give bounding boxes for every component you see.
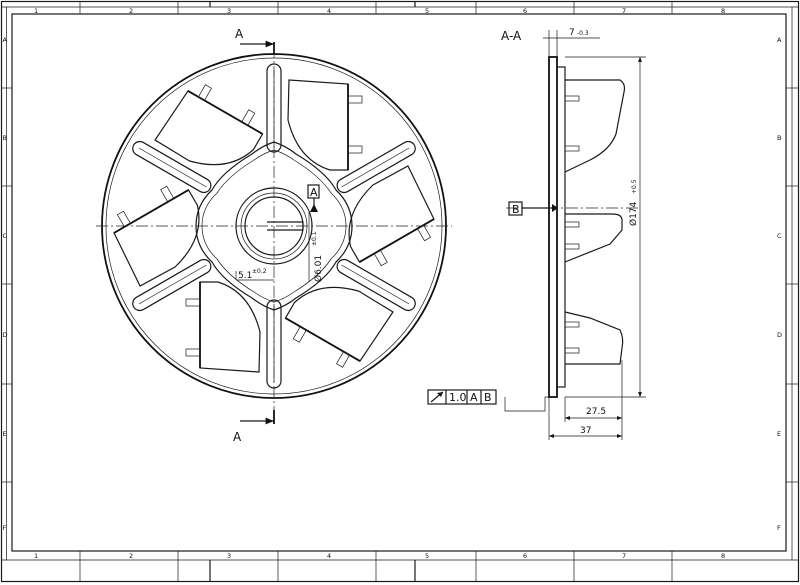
- zone-row-e-right: E: [777, 430, 781, 438]
- zone-col-5-bottom: 5: [425, 552, 429, 560]
- zone-labels-right: A B C D E F: [777, 36, 782, 532]
- section-pins: [564, 95, 580, 354]
- disk-section: [548, 56, 558, 398]
- section-view: A-A B 7: [427, 28, 646, 440]
- zone-col-2: 2: [129, 7, 133, 15]
- zone-row-f-right: F: [777, 524, 781, 532]
- zone-labels-left: A B C D E F: [3, 36, 8, 532]
- feature-control-frame: 1.0 A B: [427, 389, 549, 412]
- section-label-bottom: A: [233, 430, 242, 444]
- thickness-dim: 7 -0.3: [543, 28, 600, 57]
- key-width-dim: 5.1 ±0.2: [235, 268, 274, 281]
- zone-labels-bottom: 1 2 3 4 5 6 7 8: [34, 552, 725, 560]
- zone-col-6: 6: [523, 7, 527, 15]
- zone-row-f: F: [3, 524, 7, 532]
- zone-row-c: C: [3, 232, 8, 240]
- front-view: A A A Ø6.01 ±0.1 5.1 ±0.2: [96, 27, 452, 444]
- zone-col-4-bottom: 4: [327, 552, 331, 560]
- datum-a-symbol: A: [307, 184, 320, 212]
- zone-col-8-bottom: 8: [721, 552, 725, 560]
- zone-col-2-bottom: 2: [129, 552, 133, 560]
- zone-row-e: E: [3, 430, 7, 438]
- blade-5: [113, 185, 200, 287]
- zone-col-3: 3: [227, 7, 231, 15]
- dim-key-width: 5.1: [238, 271, 252, 281]
- section-view-title: A-A: [501, 29, 522, 43]
- section-marker-bottom: A: [233, 410, 275, 444]
- zone-col-5: 5: [425, 7, 429, 15]
- zone-row-d: D: [3, 331, 8, 339]
- zone-col-3-bottom: 3: [227, 552, 231, 560]
- fcf-value: 1.0: [449, 391, 467, 404]
- outer-diameter-dim: Ø174 +0.5: [565, 56, 646, 398]
- dim-key-width-tol: ±0.2: [252, 268, 267, 275]
- datum-a-label: A: [310, 186, 318, 199]
- zone-col-7: 7: [622, 7, 626, 15]
- dim-thickness-tol: -0.3: [577, 30, 589, 37]
- blade-2: [348, 165, 435, 267]
- section-blade-middle: [564, 213, 623, 263]
- section-label-top: A: [235, 27, 244, 41]
- zone-row-a: A: [3, 36, 8, 44]
- section-marker-top: A: [235, 27, 275, 54]
- fcf-datum-2: B: [484, 391, 492, 404]
- dim-thickness: 7: [569, 28, 575, 38]
- dim-hub-diameter-tol: ±0.1: [311, 231, 318, 246]
- zone-row-b: B: [3, 134, 7, 142]
- zone-col-7-bottom: 7: [622, 552, 626, 560]
- zone-col-4: 4: [327, 7, 331, 15]
- hub-diameter-dim: Ø6.01 ±0.1: [308, 212, 324, 282]
- height-dims: 27.5 37: [548, 360, 623, 440]
- dim-height-1: 27.5: [586, 407, 606, 417]
- zone-col-6-bottom: 6: [523, 552, 527, 560]
- zone-col-8: 8: [721, 7, 725, 15]
- zone-row-a-right: A: [777, 36, 782, 44]
- section-blade-top: [564, 79, 626, 173]
- fcf-datum-1: A: [470, 391, 478, 404]
- blade-4: [185, 281, 261, 373]
- datum-b-symbol: B: [508, 201, 558, 216]
- blade-3: [284, 286, 394, 368]
- dim-outer-diameter: Ø174: [628, 201, 639, 226]
- zone-row-c-right: C: [777, 232, 782, 240]
- section-blade-bottom: [564, 311, 624, 365]
- zone-labels-top: 1 2 3 4 5 6 7 8: [34, 7, 725, 15]
- zone-row-d-right: D: [777, 331, 782, 339]
- zone-col-1-bottom: 1: [34, 552, 38, 560]
- blade-1: [287, 79, 363, 171]
- datum-b-label: B: [512, 203, 520, 216]
- zone-col-1: 1: [34, 7, 38, 15]
- zone-row-b-right: B: [777, 134, 781, 142]
- disk-lip: [556, 66, 566, 388]
- blade-6: [154, 84, 264, 166]
- dim-outer-diameter-tol: +0.5: [631, 179, 638, 194]
- dim-hub-diameter: Ø6.01: [313, 255, 324, 282]
- blades: [113, 79, 435, 373]
- dim-height-2: 37: [580, 426, 591, 436]
